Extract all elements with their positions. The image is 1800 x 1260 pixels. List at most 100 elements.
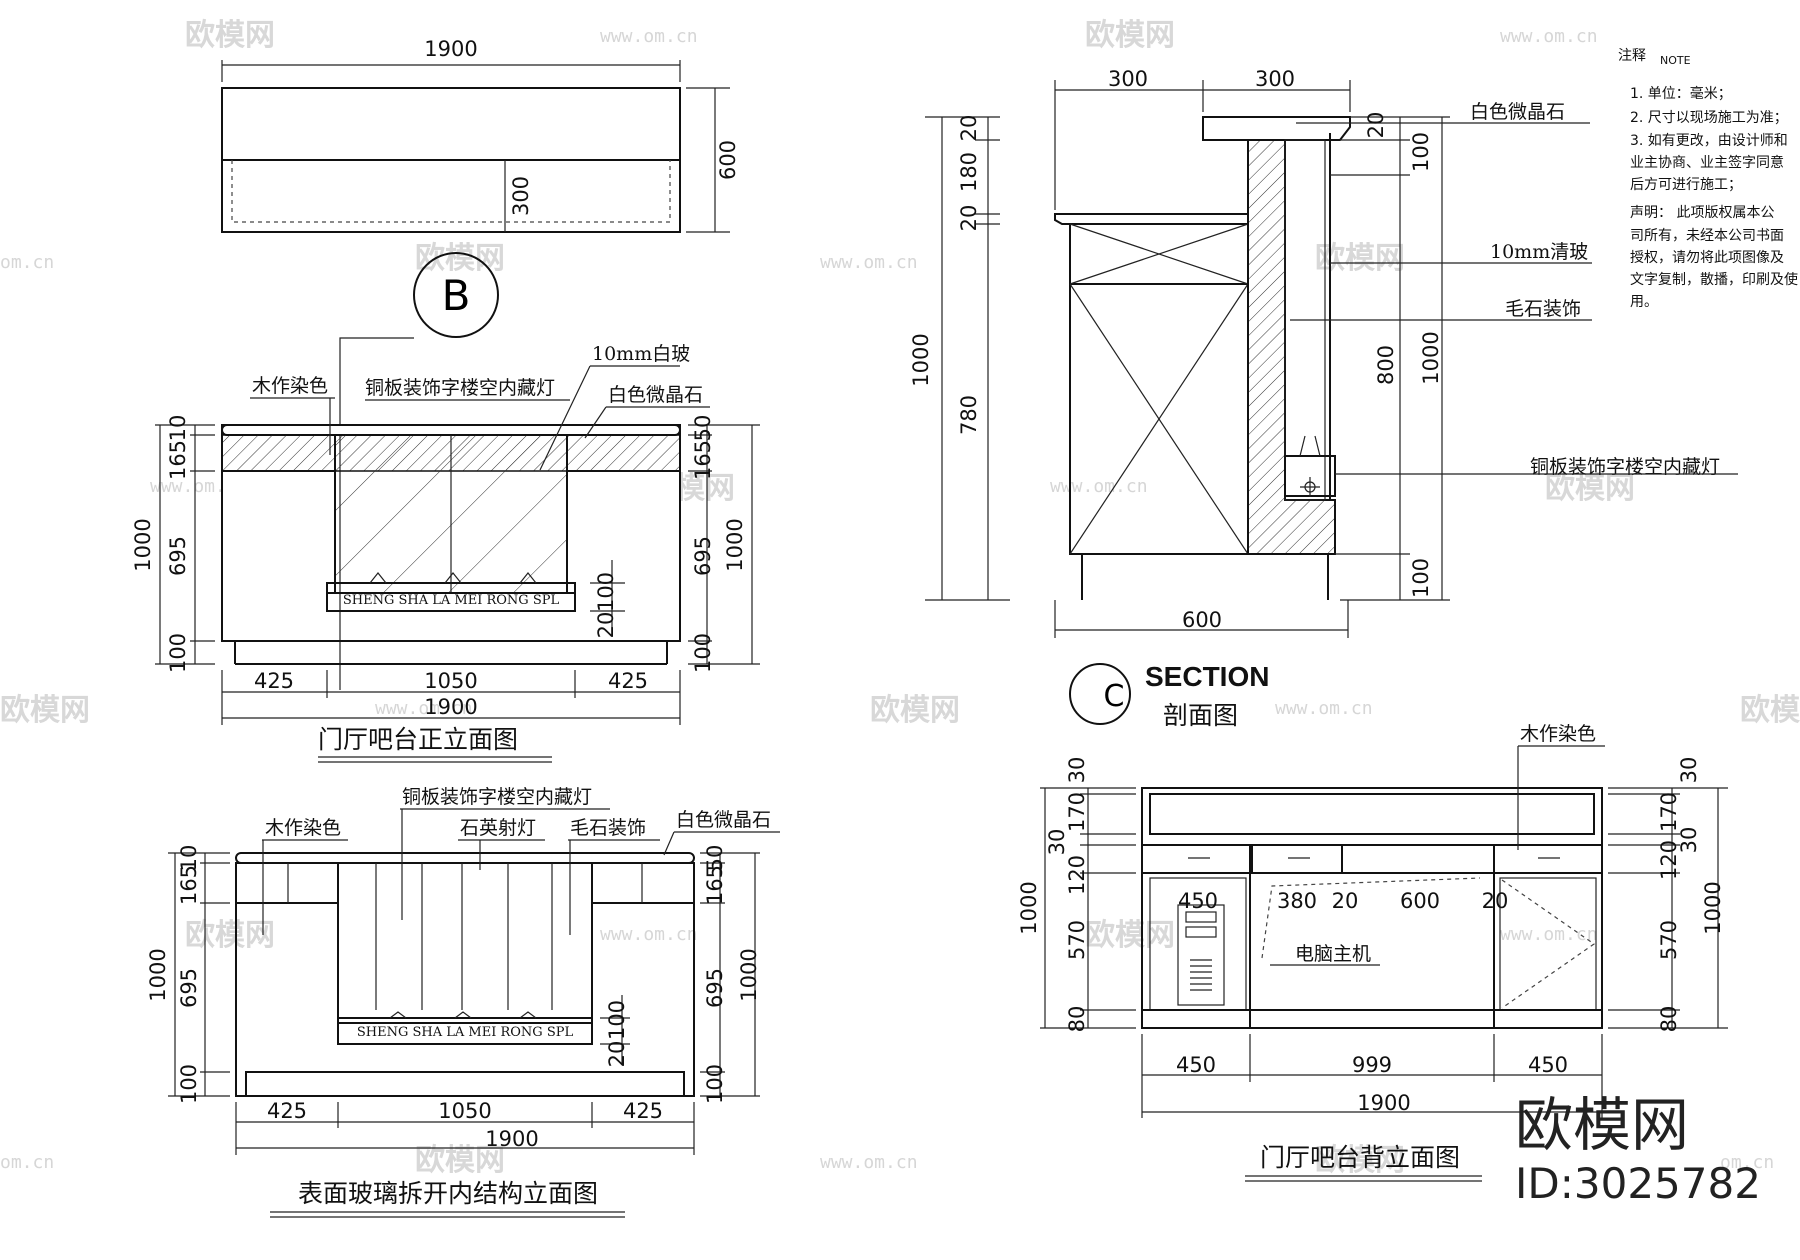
- back-dim-r-120: 120: [1657, 840, 1681, 880]
- inner-dim-base-right: 100: [703, 1064, 727, 1104]
- back-label-pc: 电脑主机: [1295, 943, 1371, 965]
- back-dim-l-80: 80: [1065, 1006, 1089, 1033]
- section-dim-w-b: 300: [1255, 67, 1295, 91]
- notes-decl-3: 授权，请勿将此项图像及: [1630, 250, 1784, 266]
- callout-b-letter: B: [442, 271, 471, 320]
- notes-decl-5: 用。: [1630, 294, 1658, 310]
- watermark-site: www.om.cn: [820, 1152, 918, 1173]
- section-view: 白色微晶石 10mm清玻 毛石装饰 铜板装饰字楼空内藏灯 300 300 600…: [909, 67, 1738, 730]
- brand-id: ID:3025782: [1515, 1159, 1761, 1208]
- back-dim-i-600: 600: [1400, 889, 1440, 913]
- callout-c: [1069, 663, 1131, 725]
- watermark-site: om.cn: [1720, 1152, 1774, 1173]
- back-dim-b-mid: 999: [1352, 1053, 1392, 1077]
- front-dim-top-right: 165: [691, 440, 715, 480]
- inner-label-quartz: 石英射灯: [460, 817, 536, 839]
- watermark-site: om.cn: [0, 252, 54, 273]
- section-dim-r-100a: 100: [1409, 132, 1433, 172]
- watermark-brand: 欧模网: [1545, 471, 1635, 506]
- inner-title: 表面玻璃拆开内结构立面图: [298, 1179, 598, 1208]
- front-dim-mid: 1050: [424, 669, 477, 693]
- section-title-en: SECTION: [1145, 661, 1269, 692]
- section-label-clear-glass: 10mm清玻: [1490, 241, 1588, 263]
- watermark-brand: 欧模网: [1085, 18, 1175, 53]
- front-dim-top-left: 165: [166, 440, 190, 480]
- back-dim-r-30: 30: [1677, 757, 1701, 784]
- section-dim-l-780: 780: [957, 395, 981, 435]
- section-dim-l-1000: 1000: [909, 333, 933, 386]
- watermark-brand: 欧模网: [185, 18, 275, 53]
- section-dim-depth: 600: [1182, 608, 1222, 632]
- section-dim-r-20: 20: [1364, 112, 1388, 139]
- back-dim-r-80: 80: [1657, 1006, 1681, 1033]
- front-dim-total-left: 1000: [131, 518, 155, 571]
- front-dim-sub-b: 100: [594, 572, 618, 612]
- inner-dim-body-left: 695: [177, 968, 201, 1008]
- front-label-stone: 白色微晶石: [608, 384, 703, 406]
- inner-dim-top-left: 165: [177, 865, 201, 905]
- front-sign-panel: [326, 582, 576, 612]
- brand-logo-text: 欧模网: [1515, 1091, 1689, 1159]
- inner-dim-mid: 1050: [438, 1099, 491, 1123]
- section-label-rough: 毛石装饰: [1505, 298, 1581, 320]
- plan-width-dim: 1900: [424, 37, 477, 61]
- back-dim-l-170: 170: [1065, 792, 1089, 832]
- inner-dim-sub-b: 100: [605, 1000, 629, 1040]
- section-title-cn: 剖面图: [1163, 701, 1238, 730]
- inner-dim-top-a-left: 10: [177, 845, 201, 872]
- plan-view: 1900 600 300 B: [221, 37, 740, 690]
- inner-label-wood: 木作染色: [265, 817, 341, 839]
- callout-c-letter: C: [1104, 679, 1125, 714]
- inner-dim-total-left: 1000: [146, 948, 170, 1001]
- inner-dim-left: 425: [267, 1099, 307, 1123]
- watermark-site: www.om.cn: [600, 924, 698, 945]
- front-label-glass: 10mm白玻: [592, 343, 690, 365]
- section-dim-r-1000: 1000: [1419, 331, 1443, 384]
- back-label-wood: 木作染色: [1520, 723, 1596, 745]
- front-dim-left: 425: [254, 669, 294, 693]
- back-dim-l-30b: 30: [1045, 829, 1069, 856]
- notes-decl-2: 司所有，未经本公司书面: [1630, 228, 1784, 244]
- watermark-site: www.om.cn: [1500, 26, 1598, 47]
- notes-block: 注释 NOTE 1. 单位：毫米； 2. 尺寸以现场施工为准； 3. 如有更改，…: [1618, 48, 1798, 310]
- notes-line-1: 1. 单位：毫米；: [1630, 85, 1732, 102]
- front-dim-total-right: 1000: [723, 518, 747, 571]
- front-dim-body-right: 695: [691, 536, 715, 576]
- back-dim-r-570: 570: [1657, 920, 1681, 960]
- callout-b: [413, 252, 499, 338]
- watermark-brand: 欧模网: [1315, 1143, 1405, 1178]
- notes-line-3: 3. 如有更改，由设计师和: [1630, 133, 1788, 149]
- back-dim-r-30b: 30: [1677, 827, 1701, 854]
- inner-dim-top-b-right: 50: [703, 845, 727, 872]
- notes-head-cn: 注释: [1618, 48, 1646, 64]
- front-dim-top-b-right: 50: [691, 415, 715, 442]
- plan-depth-dim: 600: [716, 140, 740, 180]
- watermark-site: www.om.cn: [820, 252, 918, 273]
- pc-tower-icon: [1177, 904, 1225, 1006]
- front-dim-base-right: 100: [691, 633, 715, 673]
- back-dim-i-450: 450: [1178, 889, 1218, 913]
- watermark-site: www.om.cn: [1275, 698, 1373, 719]
- notes-decl-1: 声明： 此项版权属本公: [1630, 205, 1774, 221]
- inner-sign-text: SHENG SHA LA MEI RONG SPL: [357, 1025, 574, 1040]
- notes-line-2: 2. 尺寸以现场施工为准；: [1630, 110, 1788, 126]
- back-dim-l-30: 30: [1065, 757, 1089, 784]
- inner-elevation: SHENG SHA LA MEI RONG SPL 铜板装饰字楼空内藏灯 木作染…: [146, 786, 780, 1218]
- back-dim-i-20b: 20: [1482, 889, 1509, 913]
- front-label-copper: 铜板装饰字楼空内藏灯: [365, 377, 555, 399]
- front-sign-text: SHENG SHA LA MEI RONG SPL: [343, 593, 560, 608]
- notes-line-4: 业主协商、业主签字同意: [1630, 154, 1784, 171]
- back-title: 门厅吧台背立面图: [1260, 1143, 1460, 1172]
- watermark-brand: 欧模网: [415, 1143, 505, 1178]
- section-dim-l-20a: 20: [957, 115, 981, 142]
- front-dim-sub-a: 20: [594, 612, 618, 639]
- inner-label-copper: 铜板装饰字楼空内藏灯: [402, 786, 592, 808]
- watermark-brand: 欧模网: [0, 693, 90, 728]
- section-label-stone: 白色微晶石: [1470, 101, 1565, 123]
- section-dim-l-180: 180: [957, 152, 981, 192]
- back-dim-i-20a: 20: [1332, 889, 1359, 913]
- watermark-brand: 欧模网: [870, 693, 960, 728]
- plan-inner-dim: 300: [509, 176, 533, 216]
